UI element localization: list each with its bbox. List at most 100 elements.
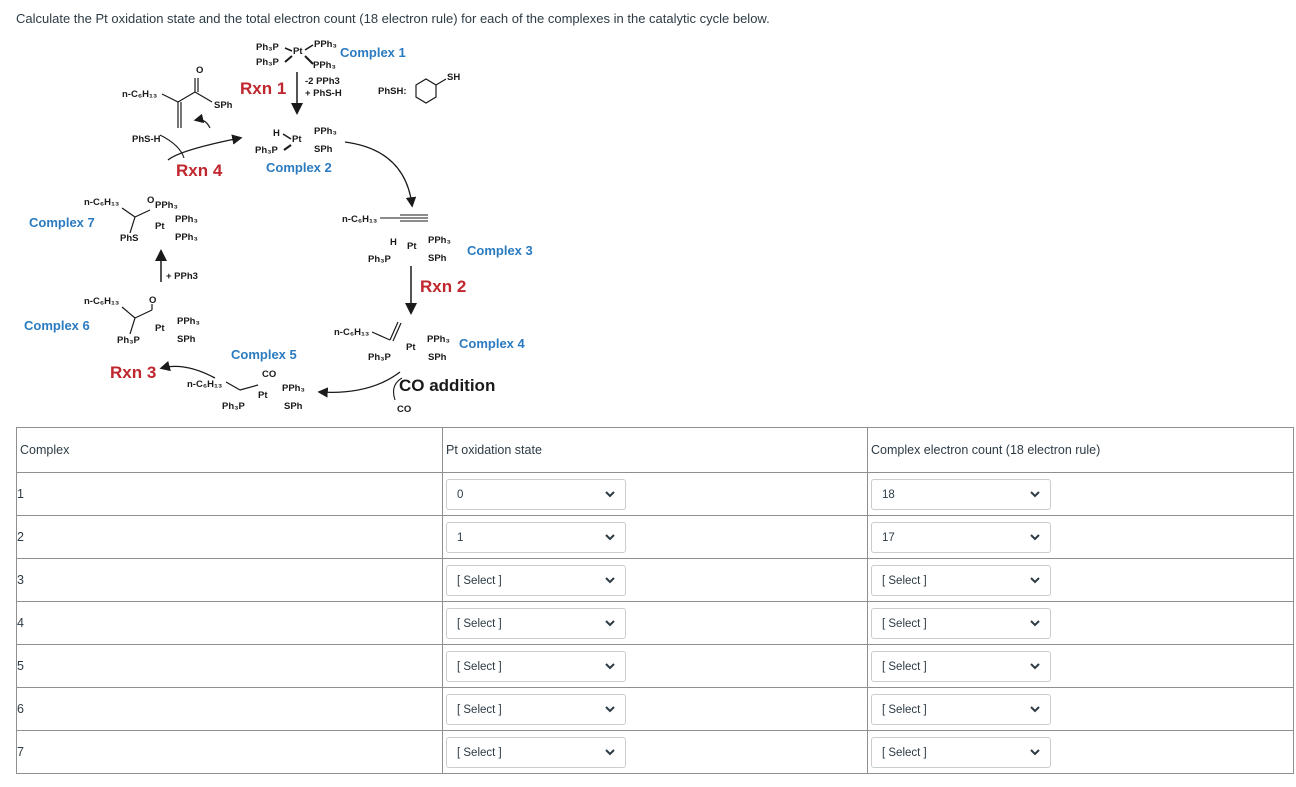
svg-text:SPh: SPh: [428, 352, 447, 363]
electron-count-value: [ Select ]: [882, 574, 927, 587]
electron-count-value: [ Select ]: [882, 660, 927, 673]
oxidation-cell: 1: [442, 515, 868, 559]
svg-text:n-C₆H₁₃: n-C₆H₁₃: [342, 214, 377, 225]
svg-text:Pt: Pt: [293, 46, 303, 57]
chevron-down-icon: [605, 576, 615, 583]
oxidation-state-select[interactable]: 0: [446, 478, 626, 510]
svg-text:CO: CO: [262, 369, 276, 380]
svg-text:Pt: Pt: [406, 342, 416, 353]
electron-count-select[interactable]: 18: [871, 478, 1051, 510]
electron-cell: 18: [867, 472, 1294, 516]
electron-count-value: [ Select ]: [882, 617, 927, 630]
oxidation-cell: [ Select ]: [442, 644, 868, 688]
question-text: Calculate the Pt oxidation state and the…: [16, 11, 770, 26]
complex-number: 1: [16, 472, 443, 516]
rxn-1-label: Rxn 1: [240, 79, 286, 98]
chevron-down-icon: [605, 705, 615, 712]
svg-text:Ph₃P: Ph₃P: [255, 145, 279, 156]
svg-text:PPh₃: PPh₃: [427, 334, 450, 345]
svg-text:Pt: Pt: [155, 323, 165, 334]
table-row: 3[ Select ][ Select ]: [16, 558, 1294, 602]
complex-number: 7: [16, 730, 443, 774]
electron-count-value: 17: [882, 531, 895, 544]
header-electron-count: Complex electron count (18 electron rule…: [867, 427, 1294, 473]
complex-4-structure: n-C₆H₁₃ Pt PPh₃ Ph₃P SPh: [334, 321, 450, 363]
complex-number: 2: [16, 515, 443, 559]
svg-text:O: O: [196, 65, 203, 76]
complex-number: 6: [16, 687, 443, 731]
benzene-ring-icon: [415, 78, 437, 104]
svg-text:O: O: [149, 295, 156, 306]
oxidation-state-value: 0: [457, 488, 464, 501]
svg-text:Pt: Pt: [258, 390, 268, 401]
oxidation-cell: [ Select ]: [442, 601, 868, 645]
table-row: 7[ Select ][ Select ]: [16, 730, 1294, 774]
svg-text:Pt: Pt: [407, 241, 417, 252]
svg-text:Pt: Pt: [292, 134, 302, 145]
header-oxidation-state: Pt oxidation state: [442, 427, 868, 473]
svg-text:O: O: [147, 195, 154, 206]
oxidation-state-select[interactable]: [ Select ]: [446, 693, 626, 725]
svg-text:Ph₃P: Ph₃P: [256, 57, 280, 68]
answer-table: Complex Pt oxidation state Complex elect…: [16, 427, 1294, 774]
complex-7-label: Complex 7: [29, 215, 95, 230]
svg-text:Ph₃P: Ph₃P: [368, 254, 392, 265]
co-reagent: CO: [397, 404, 411, 415]
complex-1-label: Complex 1: [340, 45, 406, 60]
chevron-down-icon: [1030, 490, 1040, 497]
electron-cell: [ Select ]: [867, 730, 1294, 774]
svg-text:PPh₃: PPh₃: [177, 316, 200, 327]
svg-text:PPh₃: PPh₃: [282, 383, 305, 394]
electron-count-select[interactable]: [ Select ]: [871, 650, 1051, 682]
header-complex: Complex: [16, 427, 443, 473]
electron-count-select[interactable]: 17: [871, 521, 1051, 553]
oxidation-state-select[interactable]: [ Select ]: [446, 564, 626, 596]
svg-text:n-C₆H₁₃: n-C₆H₁₃: [334, 327, 369, 338]
chevron-down-icon: [1030, 619, 1040, 626]
oxidation-state-select[interactable]: [ Select ]: [446, 650, 626, 682]
svg-text:Ph₃P: Ph₃P: [117, 335, 141, 346]
phsh-label: PhSH:: [378, 86, 407, 97]
catalytic-cycle-scheme: Ph₃P Pt PPh₃ Ph₃P PPh₃ Complex 1 Rxn 1 -…: [24, 39, 533, 415]
oxidation-state-select[interactable]: [ Select ]: [446, 736, 626, 768]
svg-text:SPh: SPh: [284, 401, 303, 412]
electron-count-select[interactable]: [ Select ]: [871, 607, 1051, 639]
chevron-down-icon: [1030, 705, 1040, 712]
oxidation-state-select[interactable]: 1: [446, 521, 626, 553]
electron-cell: [ Select ]: [867, 687, 1294, 731]
complex-number: 5: [16, 644, 443, 688]
svg-text:PPh₃: PPh₃: [428, 235, 451, 246]
oxidation-state-value: [ Select ]: [457, 574, 502, 587]
electron-count-select[interactable]: [ Select ]: [871, 736, 1051, 768]
electron-count-value: 18: [882, 488, 895, 501]
sh-label: SH: [447, 72, 460, 83]
electron-cell: [ Select ]: [867, 601, 1294, 645]
svg-text:Ph₃P: Ph₃P: [256, 42, 280, 53]
oxidation-state-value: [ Select ]: [457, 703, 502, 716]
svg-text:Ph₃P: Ph₃P: [368, 352, 392, 363]
svg-text:SPh: SPh: [314, 144, 333, 155]
electron-count-select[interactable]: [ Select ]: [871, 564, 1051, 596]
electron-cell: [ Select ]: [867, 558, 1294, 602]
oxidation-state-value: [ Select ]: [457, 617, 502, 630]
chevron-down-icon: [1030, 533, 1040, 540]
svg-text:H: H: [273, 128, 280, 139]
svg-text:SPh: SPh: [214, 100, 233, 111]
rxn-1-condition-2: + PhS-H: [305, 88, 342, 99]
chevron-down-icon: [605, 533, 615, 540]
chevron-down-icon: [605, 490, 615, 497]
chevron-down-icon: [605, 662, 615, 669]
table-row: 6 [ Select ] [ Select ]: [16, 687, 1294, 731]
chevron-down-icon: [605, 619, 615, 626]
chevron-down-icon: [1030, 662, 1040, 669]
table-row: 1 0 18: [16, 472, 1294, 516]
electron-count-select[interactable]: [ Select ]: [871, 693, 1051, 725]
svg-text:PPh₃: PPh₃: [314, 126, 337, 137]
complex-7-structure: n-C₆H₁₃ O PPh₃ Pt PPh₃ PhS PPh₃: [84, 195, 198, 244]
svg-text:H: H: [390, 237, 397, 248]
complex-4-label: Complex 4: [459, 336, 526, 351]
table-row: 4[ Select ][ Select ]: [16, 601, 1294, 645]
svg-text:PhS: PhS: [120, 233, 138, 244]
oxidation-state-select[interactable]: [ Select ]: [446, 607, 626, 639]
